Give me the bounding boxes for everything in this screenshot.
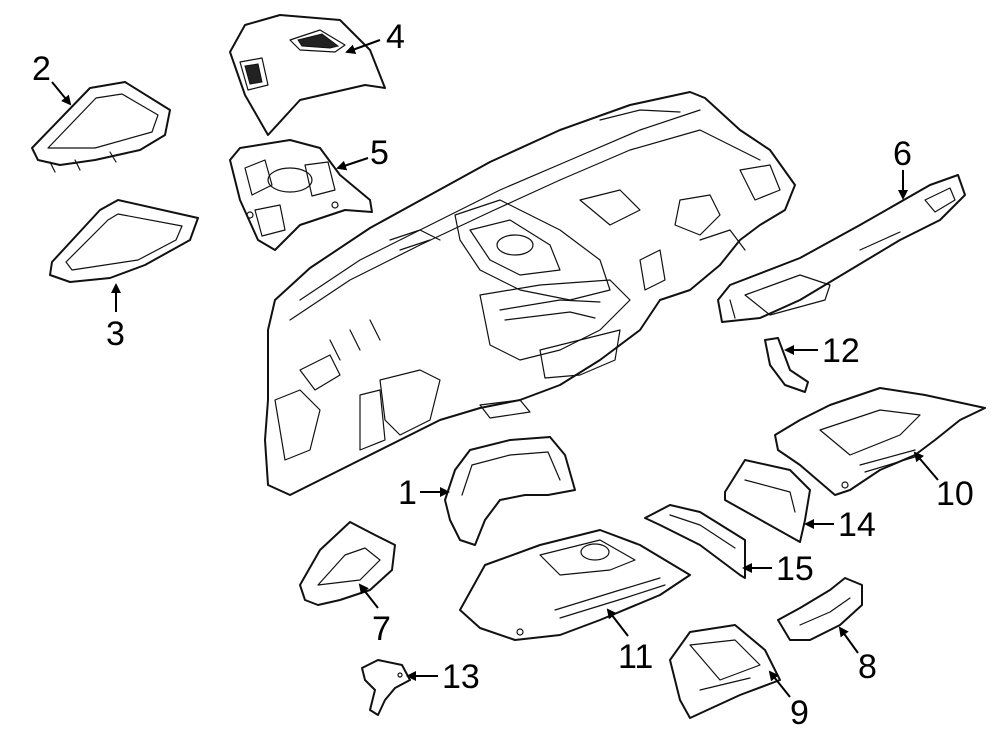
callout-7: 7 xyxy=(372,610,391,648)
part-15-trim-strip xyxy=(644,504,746,579)
callout-12: 12 xyxy=(822,332,860,370)
callout-5: 5 xyxy=(370,134,389,172)
part-10-lower-panel-right xyxy=(774,387,986,496)
callout-13: 13 xyxy=(442,658,480,696)
part-7-knee-panel-left xyxy=(299,521,396,606)
part-9-glove-box xyxy=(669,624,781,719)
callout-10: 10 xyxy=(936,475,974,513)
leader-7 xyxy=(358,583,379,609)
part-5-center-bracket xyxy=(229,139,373,251)
leader-5 xyxy=(336,157,369,171)
leader-4 xyxy=(345,39,381,54)
callout-2: 2 xyxy=(32,50,51,88)
callout-14: 14 xyxy=(838,506,876,544)
part-1-cluster-hood xyxy=(444,436,576,546)
callout-9: 9 xyxy=(790,694,809,732)
leader-2 xyxy=(51,81,72,106)
callout-11: 11 xyxy=(618,638,653,676)
part-3-display-frame xyxy=(49,199,199,283)
part-11-lower-center-panel xyxy=(459,529,691,641)
leader-10 xyxy=(913,451,939,481)
part-14-side-trim xyxy=(724,459,811,543)
callout-3: 3 xyxy=(106,315,125,353)
callout-4: 4 xyxy=(386,18,405,56)
leader-lines xyxy=(51,39,939,698)
instrument-panel-main xyxy=(264,91,796,496)
callout-1: 1 xyxy=(398,474,417,512)
leader-11 xyxy=(606,608,629,637)
part-8-knee-trim-right xyxy=(777,577,863,641)
callout-8: 8 xyxy=(858,648,877,686)
part-2-display-bezel xyxy=(31,81,171,173)
part-6-passenger-trim xyxy=(717,174,966,323)
part-4-top-vent-cover xyxy=(229,14,386,136)
leader-8 xyxy=(838,626,859,654)
callout-labels: 2 3 4 5 6 12 10 14 1 15 7 11 8 9 13 xyxy=(32,18,974,732)
part-12-bracket xyxy=(764,337,809,393)
leader-9 xyxy=(768,670,791,698)
part-13-bracket xyxy=(361,659,411,716)
callout-15: 15 xyxy=(776,550,814,588)
callout-6: 6 xyxy=(893,135,912,173)
